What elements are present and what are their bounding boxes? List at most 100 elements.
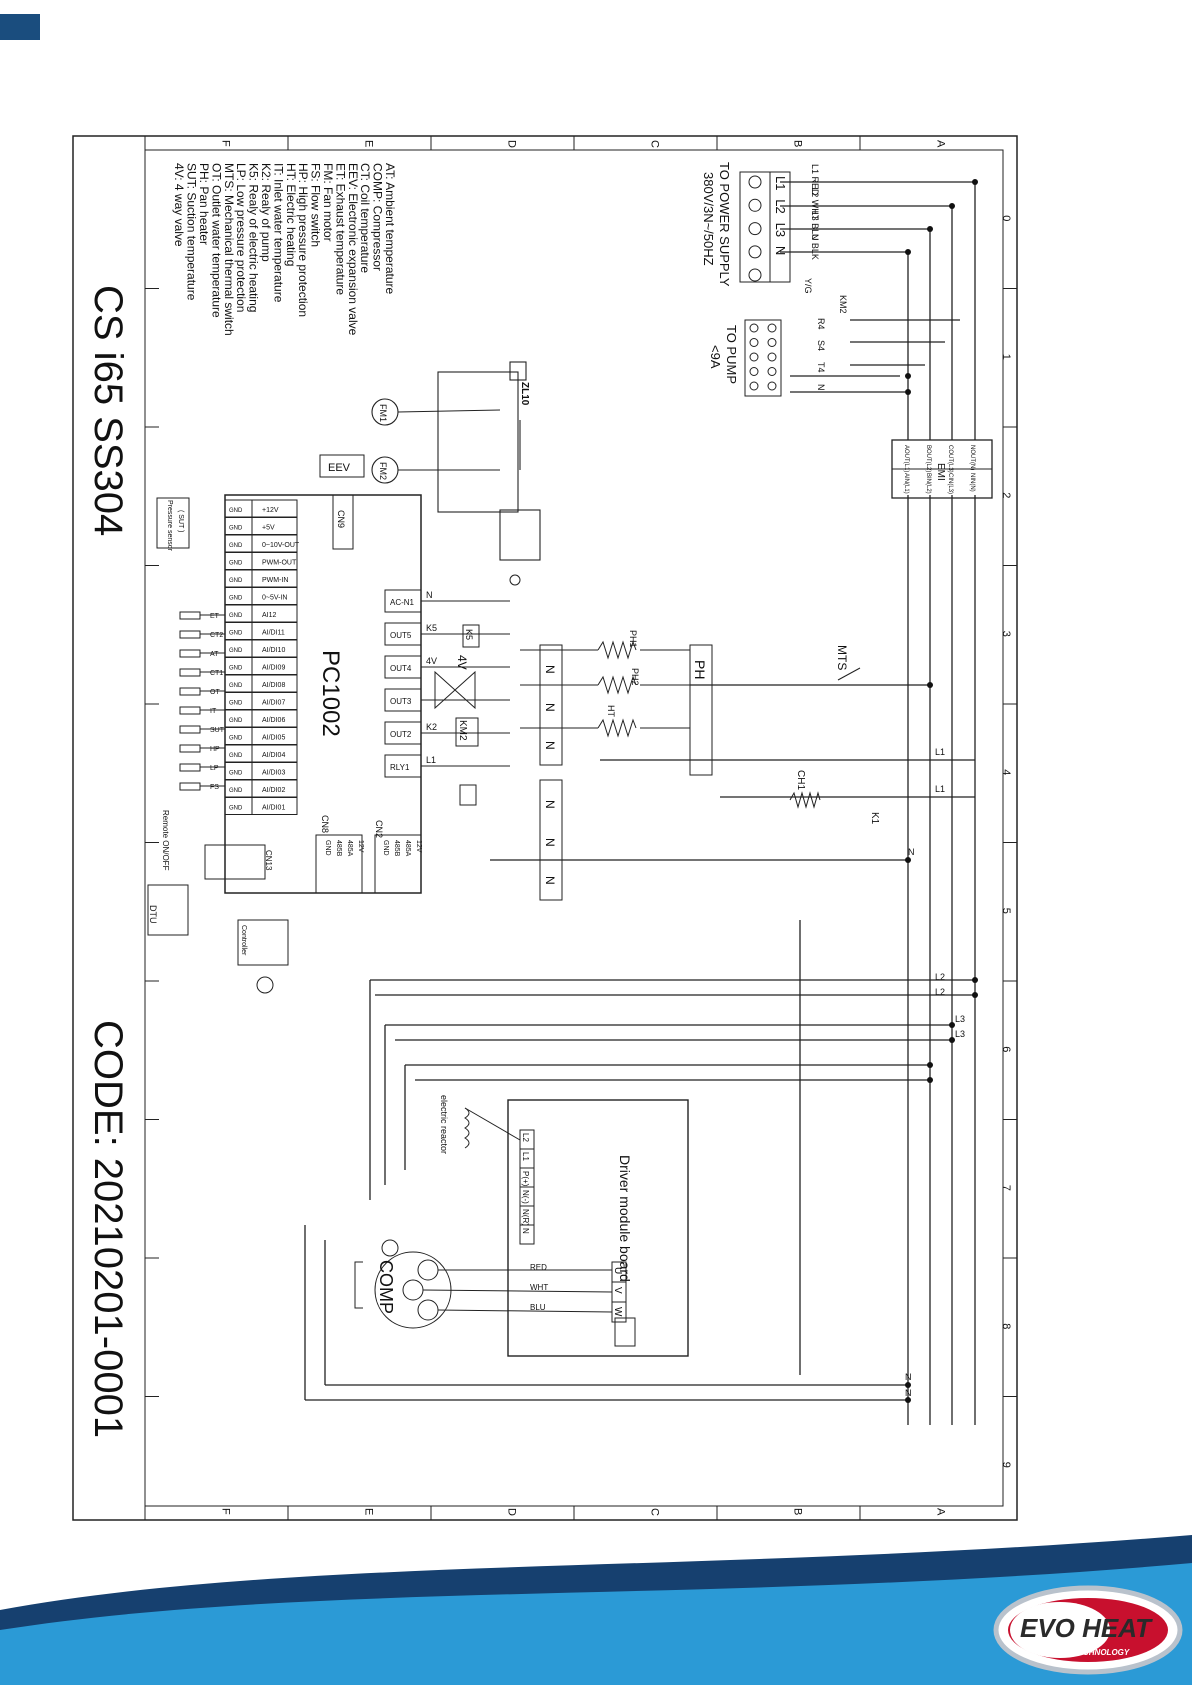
pc-pin-label: AI/DI04: [262, 752, 285, 759]
sensor-label: HP: [210, 746, 220, 753]
cn9-label: CN9: [336, 510, 346, 528]
n-terminal-label: N: [543, 665, 557, 674]
cn2-pin: 485B: [393, 840, 400, 857]
legend-item: SUT: Suction temperature: [185, 163, 199, 301]
gnd-label: GND: [229, 771, 243, 777]
gnd-label: GND: [229, 806, 243, 812]
junction-dot: [927, 226, 933, 232]
grid-ticks: [144, 136, 1017, 1520]
contactor-km2: KM2: [838, 295, 848, 314]
n-terminal-block: [539, 779, 563, 901]
controller-label: Controller: [240, 925, 247, 956]
relays: [434, 624, 480, 806]
terminal-screw: [748, 222, 762, 236]
ht-label: HT: [606, 705, 616, 717]
driver-term-cell: [519, 1224, 535, 1245]
column-label: 4: [1000, 769, 1012, 775]
pc-wire-label: L1: [426, 755, 436, 765]
uvw-label: V: [612, 1287, 623, 1294]
junction-dot: [949, 203, 955, 209]
k1-label: K1: [869, 812, 880, 825]
compressor: [354, 1239, 613, 1329]
line-tag: N: [905, 1372, 912, 1382]
emi-in-label: AIN(L1): [903, 473, 909, 494]
driver-term-label: N(R): [521, 1209, 530, 1226]
ph1-label: PH1: [628, 630, 638, 648]
sensor-symbol: [179, 782, 201, 791]
line-tag: L3: [955, 1029, 965, 1039]
gnd-label: GND: [229, 683, 243, 689]
emi-label: EMI: [935, 463, 946, 481]
pc-pin-label: AI/DI10: [262, 647, 285, 654]
pump-screw: [749, 323, 759, 333]
junction-dot: [972, 179, 978, 185]
legend-item: 4V: 4 way valve: [172, 163, 186, 247]
legend-item: HT: Electric heating: [284, 163, 298, 266]
uvw-wire-label: RED: [530, 1263, 547, 1272]
gnd-label: GND: [229, 596, 243, 602]
emi-out-label: BOUT(L2): [925, 445, 931, 472]
pump-screw: [767, 323, 777, 333]
comm-connectors: [147, 574, 521, 994]
pressure-sensor-label-2: ( SUT ): [177, 510, 184, 532]
pc-wire-label: K5: [426, 623, 437, 633]
junction-dot: [927, 1062, 933, 1068]
cn8-label: CN8: [320, 815, 330, 833]
column-label: 2: [1000, 492, 1012, 498]
pump-screw: [767, 338, 777, 347]
gnd-cell: [224, 797, 253, 815]
row-label: D: [506, 140, 518, 148]
sensor-label: FS: [210, 784, 219, 791]
uvw-label: U: [612, 1267, 623, 1274]
gnd-label: GND: [229, 526, 243, 532]
sensor-label: ET: [210, 613, 220, 620]
sensor-symbol: [179, 630, 201, 639]
sensor-label: IT: [210, 708, 217, 715]
pc-pin-label: PWM-IN: [262, 577, 288, 584]
pc-pin-label: 0~5V-IN: [262, 595, 288, 602]
reactor-label: electric reactor: [439, 1095, 449, 1154]
zl10-label: ZL10: [519, 382, 530, 406]
legend-item: CT: Coil temperature: [358, 163, 372, 273]
emi-in-label: BIN(L2): [925, 473, 931, 494]
fan-control-area: [371, 361, 541, 561]
legend-item: FM: Fan motor: [321, 163, 335, 242]
model-title: CS i65 SS304: [86, 285, 130, 536]
sensor-symbol: [179, 687, 201, 696]
fm1-label: FM1: [378, 404, 388, 422]
cn8-pin: GND: [324, 840, 331, 856]
legend-item: K5: Realy of electric heating: [247, 163, 261, 312]
junction-dot: [905, 857, 911, 863]
km2-label: KM2: [457, 720, 468, 741]
cn2-label: CN2: [374, 820, 384, 838]
pump-term-label: T4: [816, 362, 826, 373]
row-label: C: [649, 140, 661, 148]
pc-wire-label: K2: [426, 722, 437, 732]
terminal-label: N: [773, 246, 788, 255]
pump-screw: [767, 367, 777, 376]
pump-label-1: TO PUMP: [724, 325, 739, 384]
legend-item: FS: Flow switch: [309, 163, 323, 247]
row-label: B: [792, 140, 804, 147]
terminal-label: L3: [773, 223, 788, 237]
gnd-label: GND: [229, 753, 243, 759]
n-terminal-label: N: [543, 838, 557, 847]
sensor-label: AT: [210, 651, 219, 658]
k5-label: K5: [464, 629, 474, 640]
pump-screw: [749, 338, 759, 347]
electric-reactor: [464, 1107, 521, 1149]
row-label: F: [220, 1508, 232, 1515]
line-tag: L1: [935, 747, 945, 757]
pc-pin-label: AI/DI11: [262, 630, 285, 637]
earth-screw: [748, 268, 762, 282]
driver-term-label: P(+): [521, 1171, 530, 1187]
pump-screw: [767, 381, 777, 391]
n-terminal-label: N: [543, 741, 557, 750]
emi-out-label: AOUT(L1): [903, 445, 909, 472]
